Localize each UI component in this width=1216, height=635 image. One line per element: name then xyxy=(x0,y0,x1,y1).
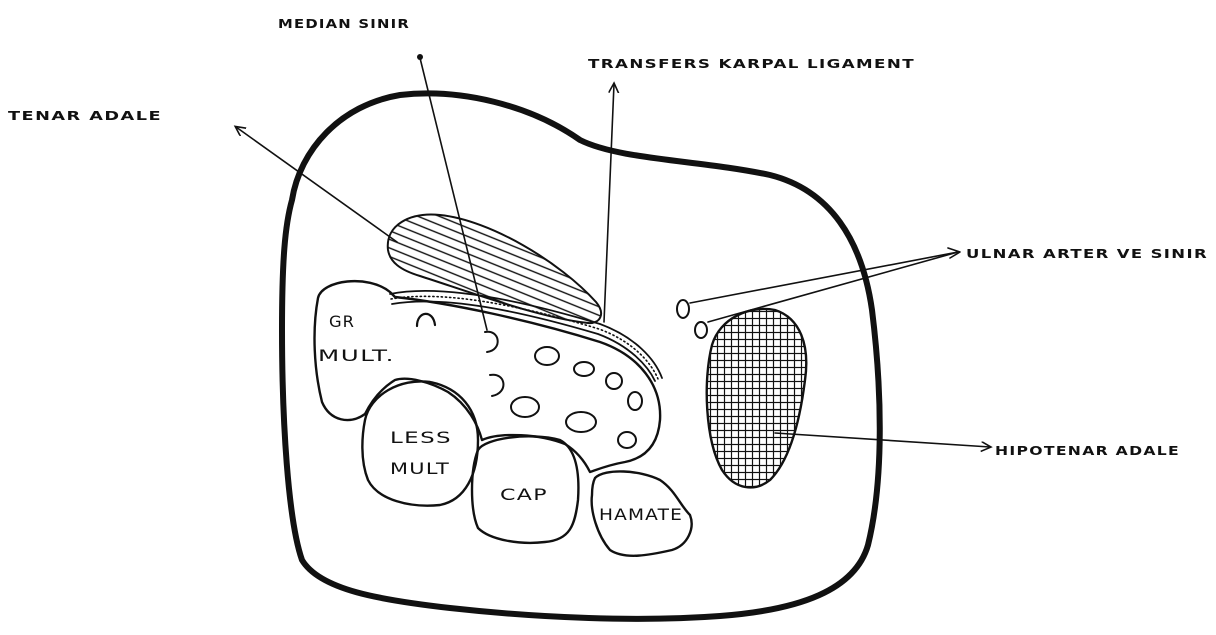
label-gr-mult-line2: MULT. xyxy=(318,346,395,365)
ulnar-leader-artery xyxy=(690,252,958,303)
label-hamate: HAMATE xyxy=(599,505,683,524)
label-transfers-karpal-ligament: TRANSFERS KARPAL LIGAMENT xyxy=(588,57,915,71)
label-cap: CAP xyxy=(500,485,548,504)
tendon-arc xyxy=(417,314,435,326)
label-tenar-adale: TENAR ADALE xyxy=(8,109,162,123)
tendon-oval xyxy=(511,397,539,417)
tendon-oval xyxy=(535,347,559,365)
tenar-muscle xyxy=(388,215,601,323)
hipotenar-muscle xyxy=(707,309,807,487)
label-ulnar-arter-ve-sinir: ULNAR ARTER VE SINIR xyxy=(966,247,1208,261)
label-hipotenar-adale: HIPOTENAR ADALE xyxy=(995,444,1180,458)
ulnar-nerve xyxy=(695,322,707,338)
ulnar-artery xyxy=(677,300,689,318)
tendon-oval xyxy=(566,412,596,432)
tendon-oval xyxy=(618,432,636,448)
label-less-mult-line1: LESS xyxy=(390,428,452,447)
tendon-oval xyxy=(574,362,594,376)
ulnar-leader-nerve xyxy=(708,252,958,322)
median-nerve-end xyxy=(485,332,498,352)
tendon-oval xyxy=(606,373,622,389)
label-gr-mult-line1: GR xyxy=(329,312,355,331)
tendon-bracket xyxy=(490,375,503,396)
ligament-arrow xyxy=(604,84,614,322)
label-less-mult-line2: MULT xyxy=(390,459,450,478)
transverse-carpal-ligament xyxy=(390,291,662,381)
tendon-oval xyxy=(628,392,642,410)
label-median-sinir: MEDIAN SINIR xyxy=(278,17,410,31)
